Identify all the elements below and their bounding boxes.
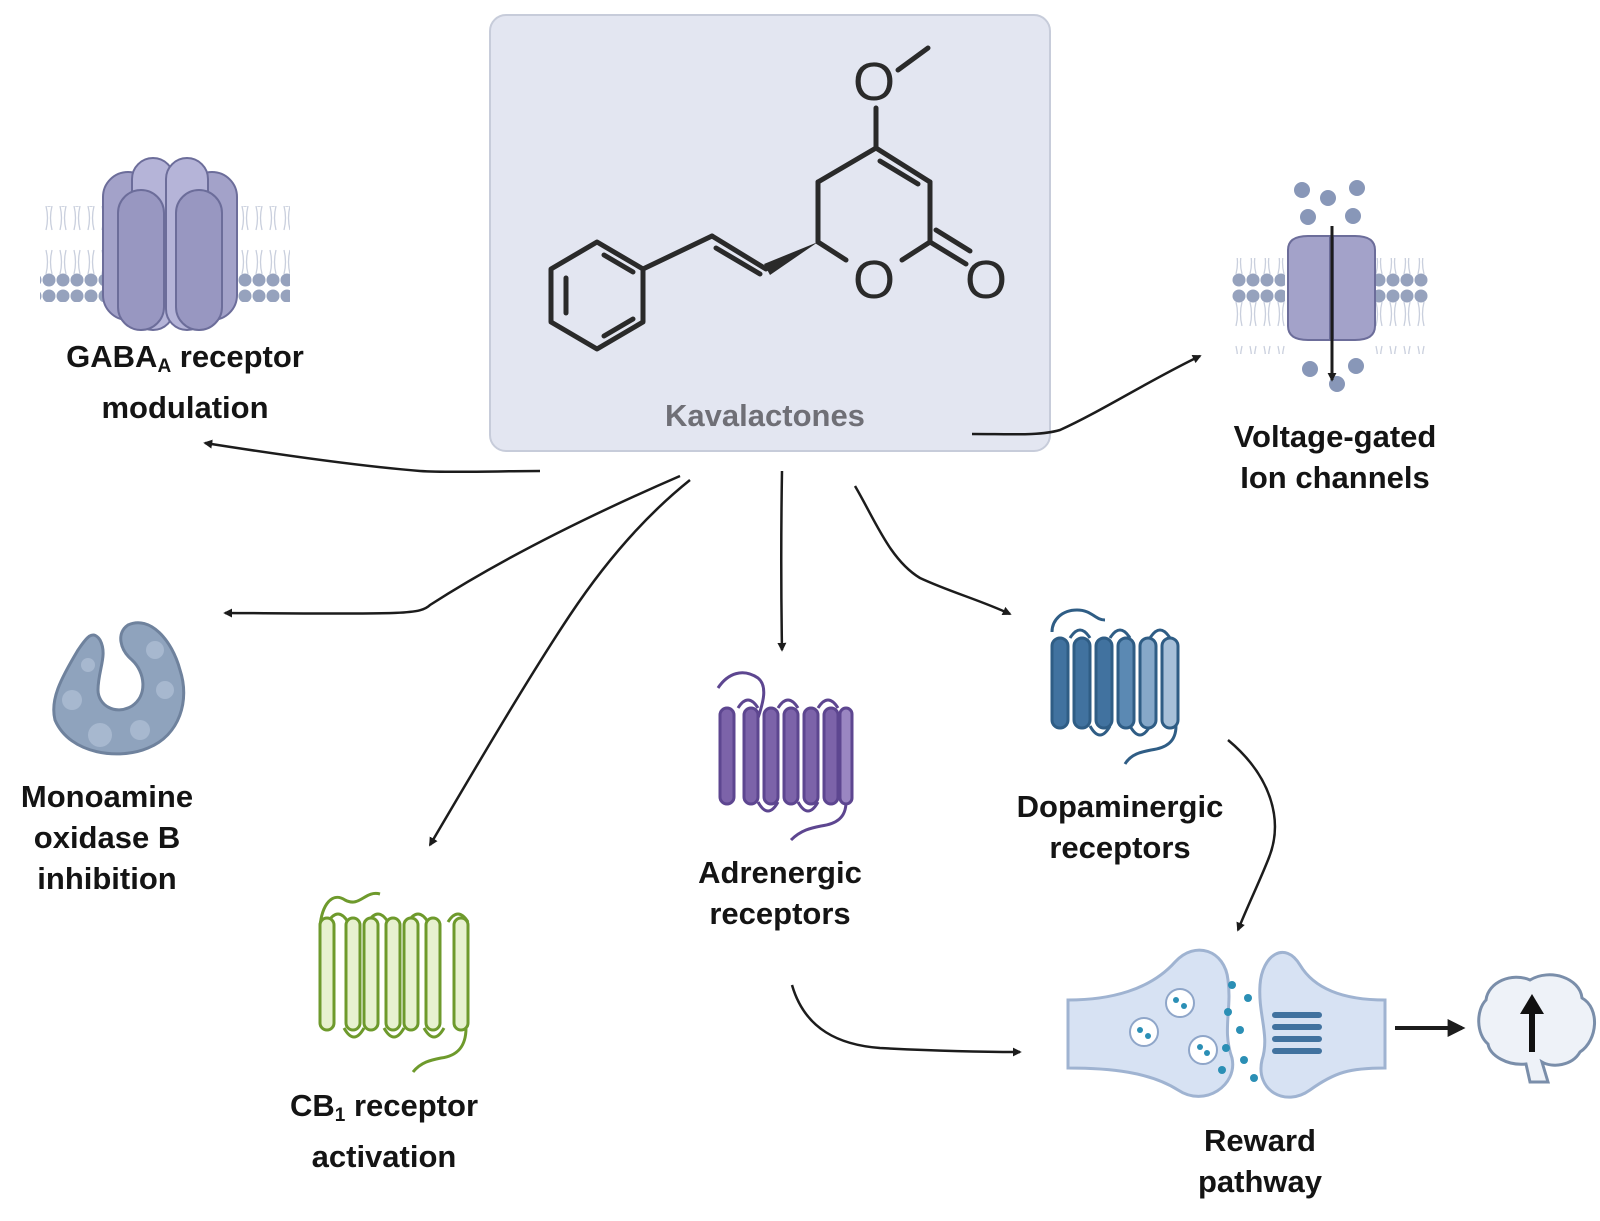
label-reward-line1: Reward — [1204, 1123, 1316, 1158]
gaba-name: GABA — [66, 339, 158, 374]
label-vgic-line1: Voltage-gated — [1233, 419, 1437, 454]
center-box — [489, 14, 1051, 452]
label-cb1-line1: CB1 receptor — [264, 1085, 504, 1136]
label-dopaminergic: Dopaminergic receptors — [1000, 786, 1240, 868]
gpcr-icon-adrenergic — [716, 671, 854, 842]
arrow-to-vgic — [971, 354, 1202, 436]
label-dopaminergic-line2: receptors — [1049, 830, 1191, 865]
label-cb1: CB1 receptor activation — [264, 1085, 504, 1177]
methoxy-oxygen: O — [853, 52, 895, 112]
arrow-to-dopaminergic — [853, 485, 1012, 616]
ion-channel-icon — [1232, 180, 1428, 392]
wedge-bond — [764, 242, 818, 275]
gpcr-icon-dopaminergic — [1050, 608, 1180, 765]
label-gaba-line1: GABAA receptor — [40, 336, 330, 387]
label-reward: Reward pathway — [1150, 1120, 1370, 1202]
cb1-name: CB — [289, 1088, 335, 1123]
cb1-line1-rest: receptor — [345, 1088, 479, 1123]
label-maob-line1: Monoamine — [20, 779, 194, 814]
arrow-to-adrenergic — [777, 470, 787, 652]
carbonyl-oxygen: O — [965, 250, 1007, 310]
gaba-channel-icon — [40, 157, 290, 331]
cb1-sub: 1 — [334, 1105, 346, 1126]
brain-up-arrow-icon — [1477, 973, 1596, 1084]
label-gaba: GABAA receptor modulation — [40, 336, 330, 428]
synapse-icon — [1066, 948, 1387, 1099]
kavalactone-structure-icon — [548, 45, 973, 352]
label-vgic-line2: Ion channels — [1240, 460, 1430, 495]
gaba-line1-rest: receptor — [171, 339, 304, 374]
arrow-to-gaba — [203, 439, 541, 474]
arrow-dopamine-to-reward — [1227, 739, 1276, 932]
gpcr-icon-cb1 — [318, 891, 470, 1073]
label-dopaminergic-line1: Dopaminergic — [1016, 789, 1224, 824]
label-vgic: Voltage-gated Ion channels — [1205, 416, 1465, 498]
enzyme-icon — [52, 621, 186, 756]
label-adrenergic-line2: receptors — [709, 896, 851, 931]
label-adrenergic-line1: Adrenergic — [698, 855, 862, 890]
label-cb1-line2: activation — [311, 1139, 457, 1174]
arrow-to-cb1 — [428, 479, 691, 847]
label-adrenergic: Adrenergic receptors — [670, 852, 890, 934]
gaba-sub: A — [157, 356, 172, 377]
label-gaba-line2: modulation — [101, 390, 269, 425]
center-title: Kavalactones — [665, 398, 865, 433]
arrows — [203, 354, 1276, 1057]
arrow-to-maob — [223, 474, 681, 618]
label-maob-line3: inhibition — [37, 861, 177, 896]
label-maob: Monoamine oxidase B inhibition — [0, 776, 214, 899]
label-reward-line2: pathway — [1197, 1164, 1323, 1199]
label-maob-line2: oxidase B — [33, 820, 181, 855]
ring-oxygen: O — [853, 250, 895, 310]
arrow-adrenergic-to-reward — [790, 984, 1022, 1057]
